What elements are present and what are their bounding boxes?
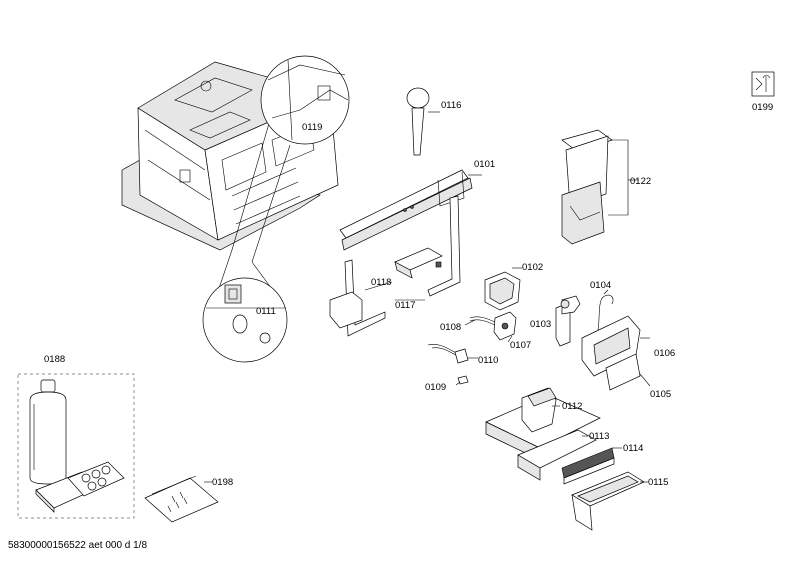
label-0103: 0103	[530, 319, 551, 330]
part-0198-screw-bag	[144, 475, 219, 523]
label-0112: 0112	[562, 401, 582, 412]
part-0108-tube	[464, 316, 496, 326]
part-0122-container	[561, 129, 638, 245]
label-0122: 0122	[630, 176, 651, 187]
label-0118: 0118	[371, 277, 391, 288]
part-0118-bracket	[329, 247, 443, 329]
label-0110: 0110	[478, 355, 498, 366]
detail-magnifier-bottom	[202, 249, 288, 363]
label-0111: 0111	[256, 306, 276, 317]
label-0198: 0198	[212, 477, 233, 488]
label-0119: 0119	[302, 122, 322, 133]
label-0102: 0102	[522, 262, 543, 273]
part-0105-drip	[605, 353, 651, 391]
part-0116-scoop	[406, 87, 440, 156]
part-0117-side-panel	[344, 195, 461, 337]
label-0188: 0188	[44, 354, 65, 365]
label-0106: 0106	[654, 348, 675, 359]
label-0113: 0113	[589, 431, 609, 442]
document-footer: 58300000156522 aet 000 d 1/8	[8, 540, 148, 551]
part-0104-wire	[597, 289, 614, 331]
label-0199: 0199	[752, 102, 773, 113]
part-0102-pump	[484, 267, 522, 311]
part-0113-tray	[517, 429, 597, 481]
detail-magnifier-top	[231, 55, 350, 263]
part-0188-descaler-kit	[17, 373, 135, 519]
label-0115: 0115	[648, 477, 668, 488]
label-0116: 0116	[441, 100, 461, 111]
part-0101-frame	[339, 169, 482, 251]
service-manual-icon	[751, 71, 775, 97]
label-0109: 0109	[425, 382, 446, 393]
label-0107: 0107	[510, 340, 531, 351]
part-0109-nut	[455, 375, 469, 386]
part-0114-plate	[561, 447, 622, 485]
part-0103-connector	[555, 295, 581, 347]
part-0115-grid	[571, 471, 648, 531]
label-0105: 0105	[650, 389, 671, 400]
part-0107-valve	[493, 311, 517, 343]
label-0117: 0117	[395, 300, 415, 311]
label-0104: 0104	[590, 280, 611, 291]
part-0110-sensor	[427, 344, 478, 364]
label-0114: 0114	[623, 443, 643, 454]
label-0101: 0101	[474, 159, 495, 170]
label-0108: 0108	[440, 322, 461, 333]
